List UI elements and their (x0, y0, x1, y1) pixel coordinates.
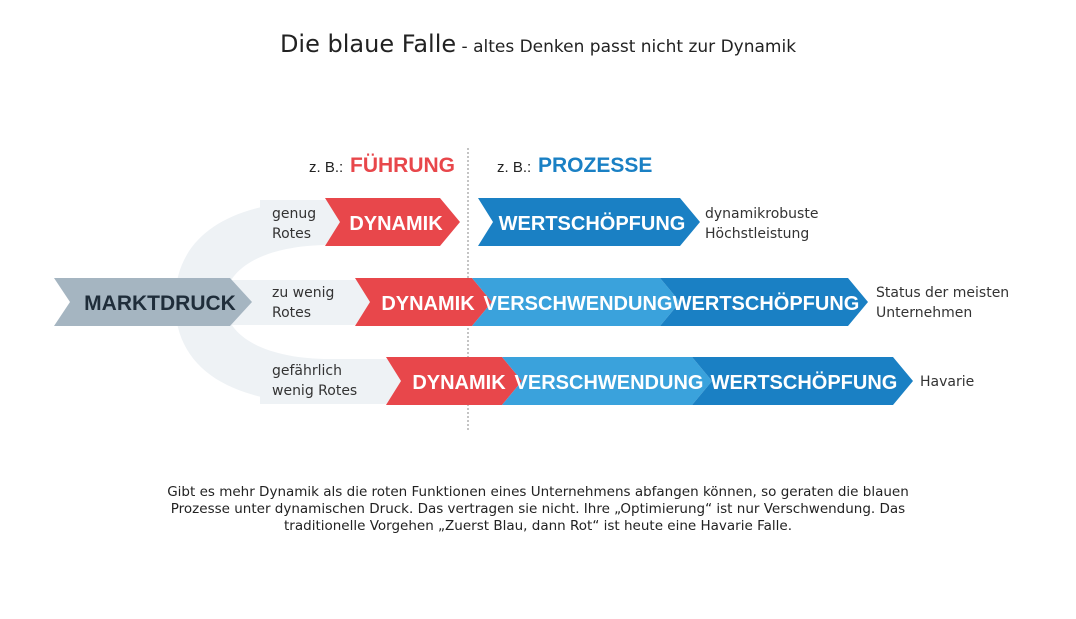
row3-dark-blue-arrow (692, 357, 913, 405)
row1-label-line1: genug (272, 206, 316, 222)
row2-dark-blue-label: WERTSCHÖPFUNG (673, 292, 860, 315)
row2-light-blue-arrow (472, 278, 680, 326)
row2-outcome-line2: Unternehmen (876, 305, 972, 321)
row2-label-line2: Rotes (272, 305, 311, 321)
row1-blue-label: WERTSCHÖPFUNG (499, 212, 686, 235)
header-left-prefix: z. B.: (309, 159, 343, 176)
row3-label-line1: gefährlich (272, 363, 342, 379)
row3-band (260, 359, 410, 404)
marktdruck-label: MARKTDRUCK (84, 292, 236, 315)
row3-red-arrow (386, 357, 522, 405)
row2-outcome-line1: Status der meisten (876, 285, 1009, 301)
marktdruck-arrow (54, 278, 252, 326)
row3-label-line2: wenig Rotes (272, 383, 357, 399)
row2-red-label: DYNAMIK (381, 293, 475, 315)
row1-blue-arrow (478, 198, 700, 246)
row1-label-line2: Rotes (272, 226, 311, 242)
title-main: Die blaue Falle (279, 30, 457, 58)
row1-red-arrow (325, 198, 460, 246)
row2-label-line1: zu wenig (272, 285, 334, 301)
diagram-title: Die blaue Falle - altes Denken passt nic… (0, 30, 1076, 58)
row3-red-label: DYNAMIK (412, 372, 506, 394)
row3-outcome-line1: Havarie (920, 374, 974, 390)
row2-light-blue-label: VERSCHWENDUNG (484, 293, 673, 315)
row2-dark-blue-arrow (660, 278, 868, 326)
header-right-prefix: z. B.: (497, 159, 531, 176)
header-right-label: PROZESSE (538, 154, 652, 177)
row1-outcome-line1: dynamikrobuste (705, 206, 818, 222)
row3-dark-blue-label: WERTSCHÖPFUNG (711, 371, 898, 394)
row1-outcome-line2: Höchstleistung (705, 226, 809, 242)
row2-band (230, 280, 370, 325)
row1-red-label: DYNAMIK (349, 213, 443, 235)
header-left-label: FÜHRUNG (350, 154, 455, 177)
row3-light-blue-arrow (502, 357, 712, 405)
title-subtitle: - altes Denken passt nicht zur Dynamik (456, 37, 797, 57)
caption-text: Gibt es mehr Dynamik als die roten Funkt… (167, 484, 909, 534)
row2-red-arrow (355, 278, 492, 326)
row3-light-blue-label: VERSCHWENDUNG (515, 372, 704, 394)
